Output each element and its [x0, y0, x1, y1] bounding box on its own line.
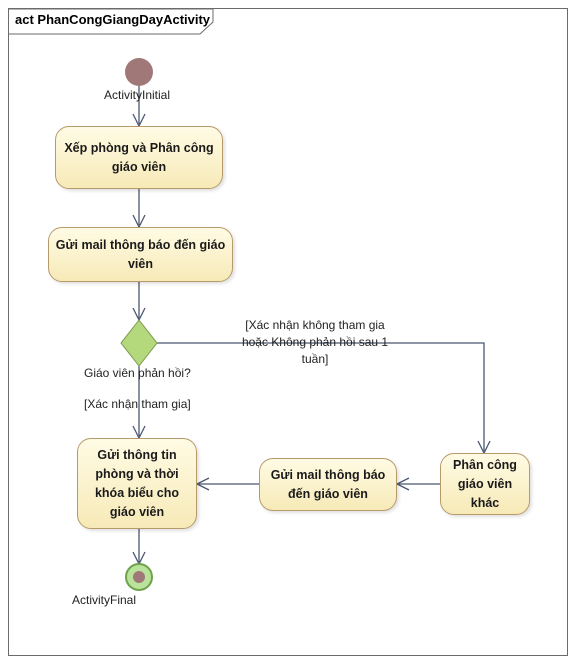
frame-title-tab — [9, 8, 214, 35]
guard-accept: [Xác nhận tham gia] — [84, 397, 191, 411]
guard-reject-line-3: tuần] — [301, 352, 329, 366]
arrowhead — [195, 477, 210, 491]
action-gui-thong-tin: Gửi thông tin phòng và thời khóa biểu ch… — [77, 438, 197, 529]
initial-node — [125, 58, 153, 86]
edge-decision-to-phan-cong-khac — [157, 342, 485, 451]
decision-label: Giáo viên phản hồi? — [84, 366, 191, 380]
final-node-center — [133, 571, 145, 583]
action-phan-cong-khac: Phân công giáo viên khác — [440, 453, 530, 515]
decision-node — [120, 319, 158, 367]
initial-node-label: ActivityInitial — [104, 88, 171, 102]
action-xep-phong: Xếp phòng và Phân công giáo viên — [55, 126, 223, 189]
guard-reject-line-1: [Xác nhận không tham gia — [245, 318, 385, 332]
diagram-frame — [8, 8, 568, 656]
frame-title: act PhanCongGiangDayActivity — [15, 12, 211, 27]
guard-reject-line-2: hoặc Không phản hồi sau 1 — [241, 335, 389, 349]
arrowhead — [395, 477, 410, 491]
action-gui-mail-thong-bao-2: Gửi mail thông báo đến giáo viên — [259, 458, 397, 511]
action-gui-mail-thong-bao: Gửi mail thông báo đến giáo viên — [48, 227, 233, 282]
final-node-label: ActivityFinal — [72, 593, 137, 607]
